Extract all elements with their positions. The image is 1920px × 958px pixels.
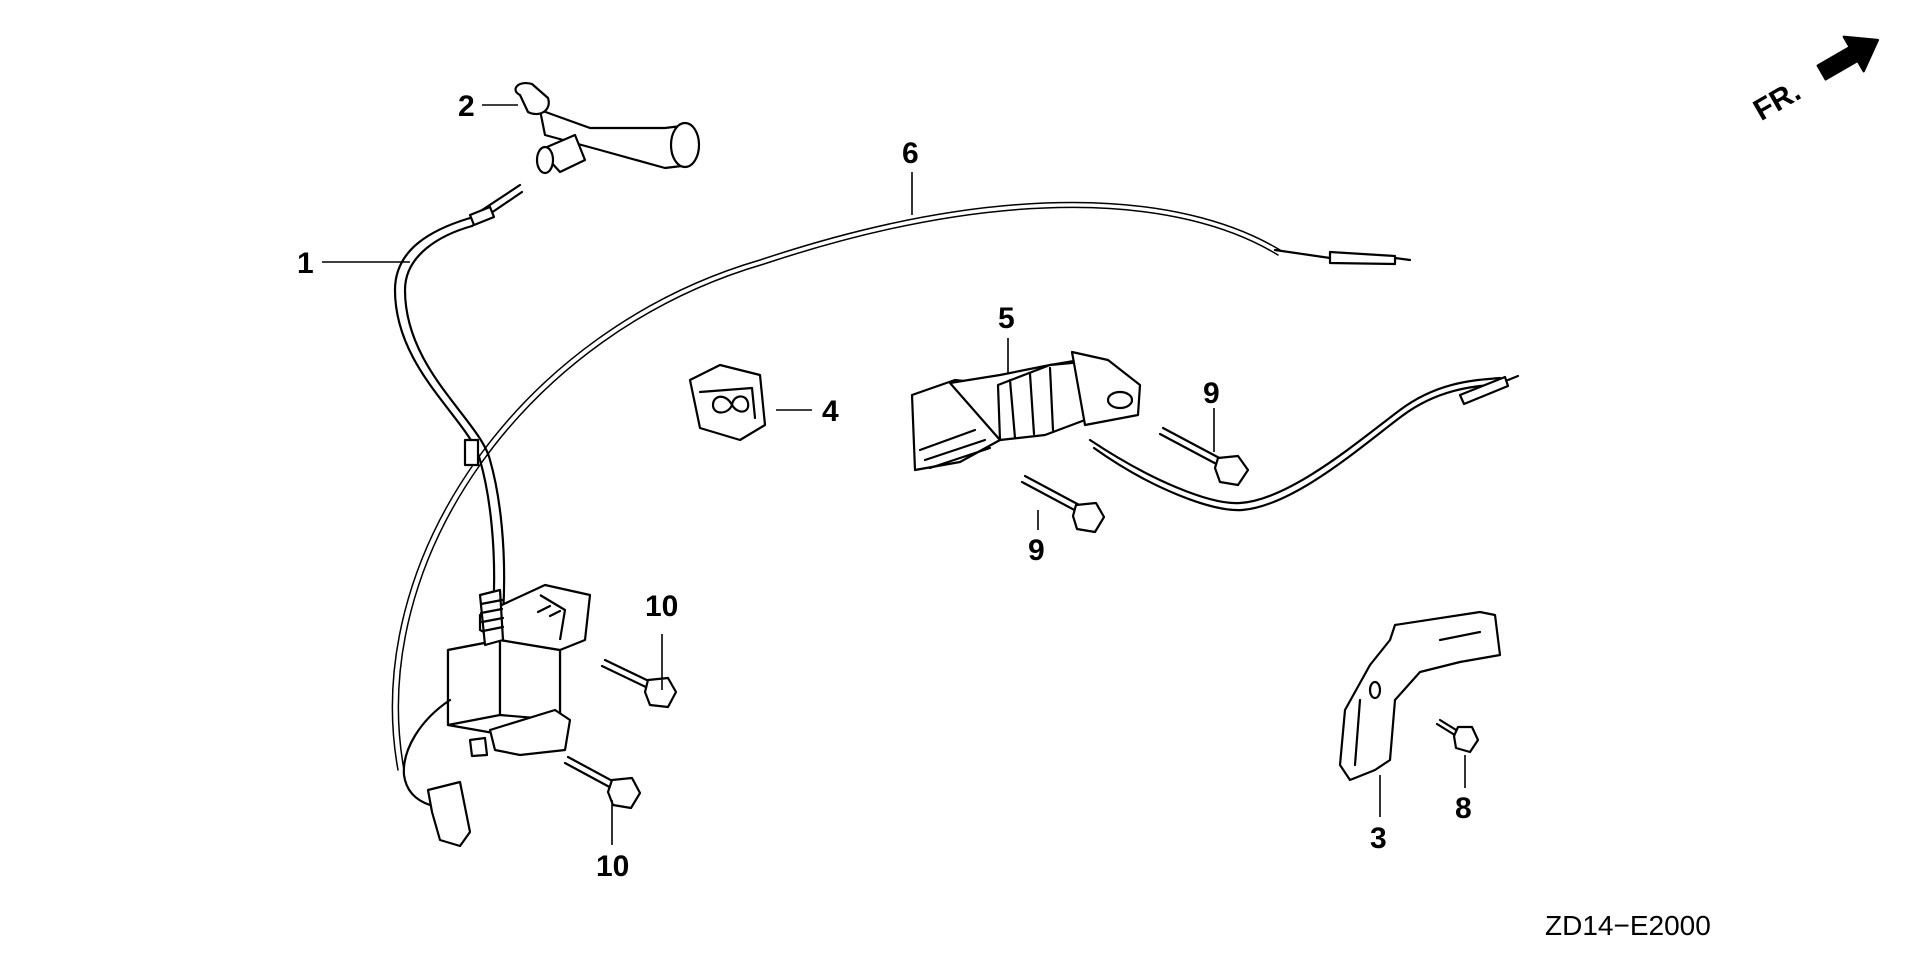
callout-9-lower: 9 xyxy=(1028,534,1045,567)
leader-lines xyxy=(322,104,1466,845)
bolt-part-9-lower xyxy=(1020,474,1106,534)
callout-9-upper: 9 xyxy=(1203,377,1220,410)
callout-6: 6 xyxy=(902,137,919,170)
callouts: 2 1 6 5 4 9 9 10 10 3 8 xyxy=(297,90,1472,883)
arrow-icon xyxy=(1816,35,1880,81)
callout-10-upper: 10 xyxy=(645,590,678,623)
callout-3: 3 xyxy=(1370,822,1387,855)
spark-plug-cap-part-2 xyxy=(514,82,701,175)
ignition-coil-part-1 xyxy=(393,183,592,848)
callout-10-lower: 10 xyxy=(596,850,629,883)
bolt-part-9-upper xyxy=(1158,426,1250,487)
drawing-code: ZD14−E2000 xyxy=(1545,910,1711,941)
callout-1: 1 xyxy=(297,247,314,280)
callout-8: 8 xyxy=(1455,792,1472,825)
callout-5: 5 xyxy=(998,302,1015,335)
charge-coil-part-5 xyxy=(910,350,1520,512)
wire-part-6 xyxy=(391,201,1412,771)
front-direction-arrow: FR. xyxy=(1748,35,1880,128)
callout-4: 4 xyxy=(822,395,839,428)
bracket-part-3 xyxy=(1338,610,1502,782)
callout-2: 2 xyxy=(458,90,475,123)
bolt-part-10-lower xyxy=(563,755,642,810)
bolt-part-8 xyxy=(1435,718,1480,754)
grommet-part-4 xyxy=(688,363,767,442)
direction-label: FR. xyxy=(1748,75,1806,128)
bolt-part-10-upper xyxy=(600,658,678,709)
